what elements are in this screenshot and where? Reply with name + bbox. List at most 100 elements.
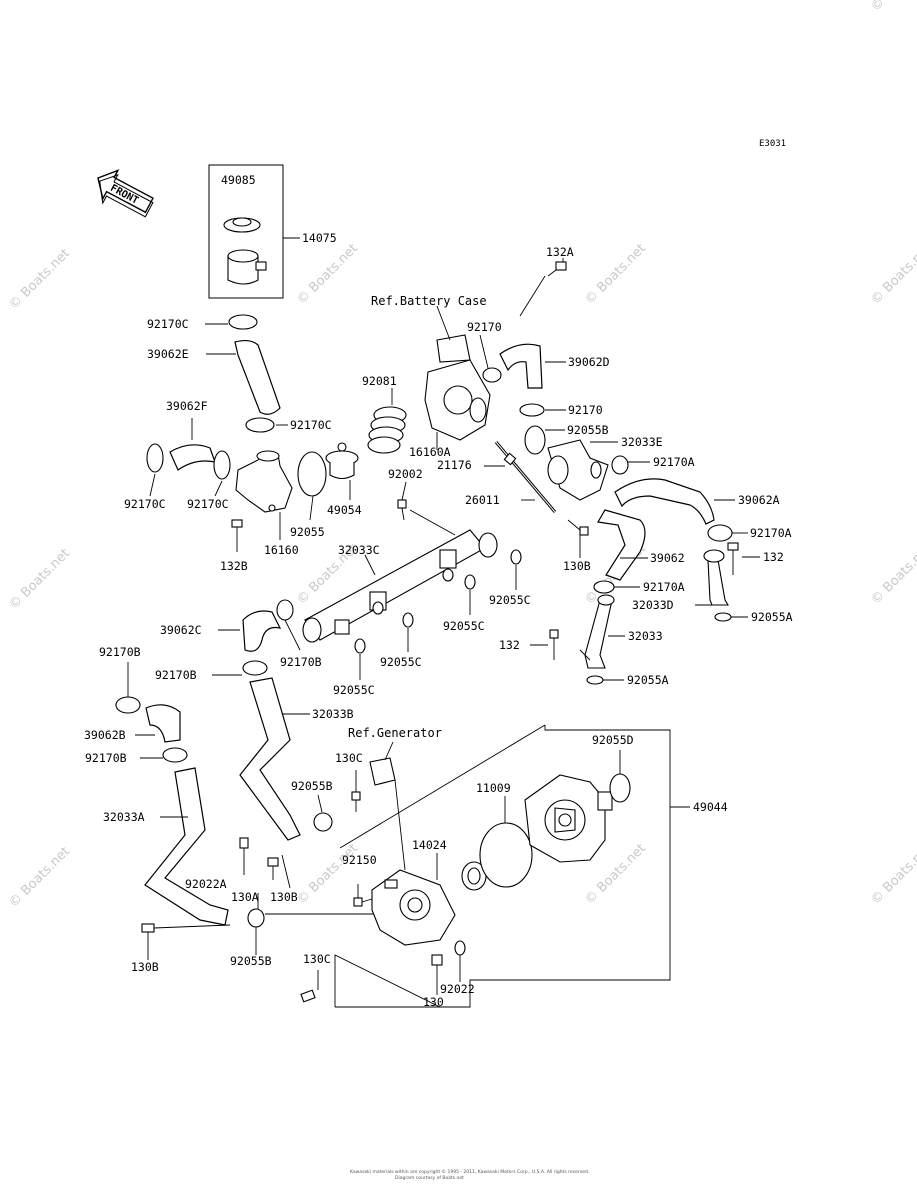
- part-label: 130C: [303, 952, 331, 966]
- part-label: 130B: [270, 890, 298, 904]
- part-label: 132: [763, 550, 784, 564]
- part-label: 92170: [467, 320, 502, 334]
- hose-39062f-icon: [169, 444, 216, 471]
- part-label: 92055: [290, 525, 325, 539]
- part-label: 39062A: [738, 493, 780, 507]
- hose-32033b-icon: [239, 677, 301, 841]
- clamp-icon: [707, 524, 733, 542]
- bolt-icon: [353, 884, 363, 907]
- part-label: 92022: [440, 982, 475, 996]
- bolt-icon: [300, 989, 316, 1003]
- part-label: 92170C: [187, 497, 229, 511]
- watermark: © Boats.net: [868, 241, 917, 308]
- fitting-icon: [239, 837, 249, 849]
- clamp-icon: [276, 599, 294, 621]
- ref-generator: Ref.Generator: [348, 726, 442, 740]
- part-label: 39062B: [84, 728, 126, 742]
- clamp-icon: [245, 417, 275, 433]
- watermarks: © Boats.net © Boats.net © Boats.net © Bo…: [6, 0, 917, 911]
- part-label: 32033B: [312, 707, 354, 721]
- part-label: 92055B: [567, 423, 609, 437]
- bolt-icon: [267, 857, 279, 880]
- hose-39062e-icon: [234, 339, 281, 415]
- part-labels: 49085 14075 132A 92170C 92170 39062E 390…: [84, 173, 793, 1009]
- pipe-32033c-icon: [302, 529, 498, 643]
- part-label: 92055C: [443, 619, 485, 633]
- part-label: 130: [423, 995, 444, 1009]
- part-label: 49044: [693, 800, 728, 814]
- bolt-icon: [727, 542, 739, 575]
- part-label: 39062D: [568, 355, 610, 369]
- part-label: 32033: [628, 629, 663, 643]
- filler-neck-icon: [227, 249, 267, 285]
- pipe-32033d-icon: [703, 549, 729, 606]
- clamp-icon: [482, 367, 502, 383]
- thermostat-cover-icon: [235, 450, 293, 513]
- part-label: 132B: [220, 559, 248, 573]
- pipe-32033-icon: [584, 594, 615, 669]
- part-label: 92170C: [290, 418, 332, 432]
- o-ring-icon: [714, 612, 732, 622]
- part-label: 16160: [264, 543, 299, 557]
- footer-credit: Diagram courtesy of Boats.net: [395, 1175, 464, 1181]
- part-label: 92022A: [185, 877, 227, 891]
- o-ring-icon: [586, 675, 604, 685]
- part-label: 11009: [476, 781, 511, 795]
- bolt-icon: [547, 261, 567, 277]
- part-label: 92170A: [653, 455, 695, 469]
- part-label: 130C: [335, 751, 363, 765]
- hose-39062b-icon: [145, 704, 181, 743]
- watermark: © Boats.net: [6, 546, 73, 613]
- o-ring-icon: [297, 451, 327, 497]
- part-label: 132: [499, 638, 520, 652]
- part-label: 92055C: [380, 655, 422, 669]
- part-label: 92170B: [155, 668, 197, 682]
- clamp-icon: [242, 660, 268, 676]
- temperature-sensor-icon: [494, 441, 557, 513]
- part-label: 132A: [546, 245, 574, 259]
- part-label: 92170C: [124, 497, 166, 511]
- clamp-icon: [519, 403, 545, 417]
- o-ring-icon: [313, 812, 333, 832]
- watermark: © Boats.net: [6, 246, 73, 313]
- part-label: 130A: [231, 890, 259, 904]
- part-label: 92055B: [230, 954, 272, 968]
- part-label: 39062: [650, 551, 685, 565]
- part-label: 92170B: [280, 655, 322, 669]
- watermark: © Boats.net: [582, 241, 649, 308]
- seal-icon: [461, 861, 487, 891]
- o-ring-icon: [247, 908, 265, 928]
- clamp-icon: [228, 314, 258, 330]
- pump-cover-icon: [371, 869, 456, 946]
- hose-39062-icon: [597, 509, 646, 581]
- part-label: 92055A: [627, 673, 669, 687]
- bolt-icon: [351, 791, 361, 812]
- washer-icon: [454, 940, 466, 956]
- bolt-icon: [231, 519, 243, 552]
- part-label: 92055B: [291, 779, 333, 793]
- clamp-icon: [162, 747, 188, 763]
- o-ring-icon: [479, 822, 533, 888]
- radiator-cap-icon: [223, 217, 261, 233]
- part-label: 92081: [362, 374, 397, 388]
- water-pump-icon: [524, 774, 613, 863]
- part-label: 92055C: [489, 593, 531, 607]
- clamp-icon: [115, 696, 141, 714]
- part-label: 49054: [327, 503, 362, 517]
- part-label: 32033C: [338, 543, 380, 557]
- part-label: 92150: [342, 853, 377, 867]
- clamp-icon: [593, 580, 615, 594]
- part-label: 16160A: [409, 445, 451, 459]
- part-label: 92170A: [643, 580, 685, 594]
- footer-copyright: Kawasaki materials within are copyright …: [350, 1168, 589, 1175]
- o-ring-icon: [354, 638, 366, 654]
- pipe-32033e-icon: [547, 439, 609, 501]
- part-label: 92170: [568, 403, 603, 417]
- part-label: 130B: [563, 559, 591, 573]
- pump-assembly-outline: [334, 724, 671, 1008]
- hose-39062a-icon: [614, 478, 715, 525]
- clamp-icon: [611, 455, 629, 475]
- part-label: 32033A: [103, 810, 145, 824]
- part-label: 92170C: [147, 317, 189, 331]
